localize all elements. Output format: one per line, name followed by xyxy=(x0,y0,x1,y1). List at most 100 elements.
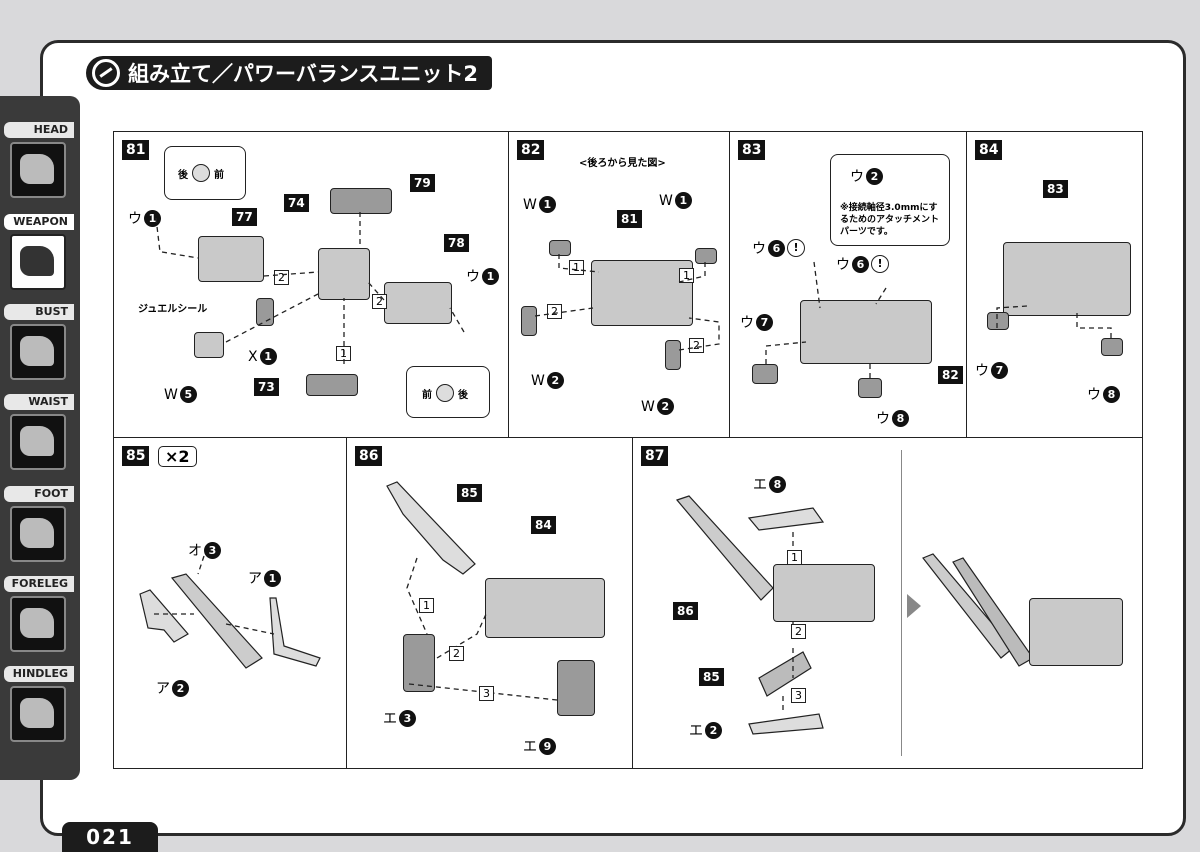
part-78-drawing xyxy=(384,282,452,324)
part-u7-drawing xyxy=(752,364,778,384)
part-number-badge: 1 xyxy=(144,209,161,227)
arrow-right-icon xyxy=(907,594,921,618)
part-e3-drawing xyxy=(403,634,435,692)
part-id: 85 xyxy=(457,484,482,502)
orientation-callout-text: 前 後 xyxy=(422,384,468,402)
sub-step-badge: 3 xyxy=(479,686,494,701)
runner-letter: W xyxy=(531,372,545,389)
runner-letter: ウ xyxy=(740,315,754,331)
part-73-drawing xyxy=(306,374,358,396)
sidebar: HEAD WEAPON BUST WAIST FOOT FORELEG HIND… xyxy=(0,96,80,780)
sub-step-badge: 1 xyxy=(419,598,434,613)
runner-letter: ウ xyxy=(876,411,890,427)
sub-step-badge: 2 xyxy=(449,646,464,661)
orientation-front-label: 前 xyxy=(214,169,224,181)
part-number-badge: 5 xyxy=(179,386,197,403)
hindleg-icon xyxy=(10,686,66,742)
part-number-badge: 8 xyxy=(769,475,786,493)
sidebar-item-head[interactable]: HEAD xyxy=(4,122,74,198)
part-number-badge: 7 xyxy=(991,361,1008,379)
page-number: 021 xyxy=(62,822,158,852)
sub-step-badge: 2 xyxy=(372,294,387,309)
step-number: 87 xyxy=(641,446,669,466)
sidebar-item-label: FOOT xyxy=(4,486,74,502)
sidebar-item-bust[interactable]: BUST xyxy=(4,304,74,380)
part-id: 82 xyxy=(938,366,963,384)
sub-step-badge: 2 xyxy=(547,304,562,319)
part-number-badge: 8 xyxy=(892,409,909,427)
part-number-badge: 2 xyxy=(866,167,883,185)
part-w2-drawing xyxy=(665,340,681,370)
part-81-drawing xyxy=(591,260,693,326)
runner-letter: エ xyxy=(753,477,767,493)
part-id: 81 xyxy=(617,210,642,228)
sidebar-item-label: FORELEG xyxy=(4,576,74,592)
part-number-badge: 6 xyxy=(852,255,869,273)
sidebar-item-weapon[interactable]: WEAPON xyxy=(4,214,74,290)
sub-step-badge: 1 xyxy=(569,260,584,275)
step-divider xyxy=(901,450,902,756)
sidebar-item-waist[interactable]: WAIST xyxy=(4,394,74,470)
completed-assembly-drawing xyxy=(1029,598,1123,666)
orientation-back-label: 後 xyxy=(458,389,468,401)
orientation-front-label: 前 xyxy=(422,389,432,401)
page-title: 組み立て／パワーバランスユニット2 xyxy=(86,56,492,90)
sub-step-badge: 2 xyxy=(689,338,704,353)
sidebar-item-foot[interactable]: FOOT xyxy=(4,486,74,562)
sidebar-item-foreleg[interactable]: FORELEG xyxy=(4,576,74,652)
runner-letter: W xyxy=(659,192,673,209)
waist-icon xyxy=(10,414,66,470)
part-number-badge: 1 xyxy=(538,196,556,213)
foreleg-icon xyxy=(10,596,66,652)
part-x1-drawing xyxy=(256,298,274,326)
part-id: 73 xyxy=(254,378,279,396)
part-id: 86 xyxy=(673,602,698,620)
step-number: 84 xyxy=(975,140,1003,160)
runner-letter: エ xyxy=(523,739,537,755)
page-title-text: 組み立て／パワーバランスユニット2 xyxy=(128,62,478,86)
part-number-badge: 7 xyxy=(756,313,773,331)
part-id: 79 xyxy=(410,174,435,192)
part-u8-drawing xyxy=(1101,338,1123,356)
foot-icon xyxy=(10,506,66,562)
step-number: 83 xyxy=(738,140,766,160)
runner-letter: X xyxy=(248,348,258,365)
part-number-badge: 3 xyxy=(399,709,416,727)
part-w1-drawing xyxy=(695,248,717,264)
weapon-icon xyxy=(10,234,66,290)
sub-step-badge: 1 xyxy=(336,346,351,361)
sub-step-badge: 1 xyxy=(787,550,802,565)
part-e9-drawing xyxy=(557,660,595,716)
jewel-sticker-label: ジュエルシール xyxy=(138,304,208,315)
sidebar-item-hindleg[interactable]: HINDLEG xyxy=(4,666,74,742)
part-number-badge: 2 xyxy=(546,372,564,389)
bust-icon xyxy=(10,324,66,380)
sub-step-badge: 1 xyxy=(679,268,694,283)
part-id: 83 xyxy=(1043,180,1068,198)
part-number-badge: 2 xyxy=(656,398,674,415)
part-id: 85 xyxy=(699,668,724,686)
part-77-drawing xyxy=(198,236,264,282)
part-number-badge: 1 xyxy=(482,267,499,285)
part-id: 77 xyxy=(232,208,257,226)
part-id: 84 xyxy=(531,516,556,534)
